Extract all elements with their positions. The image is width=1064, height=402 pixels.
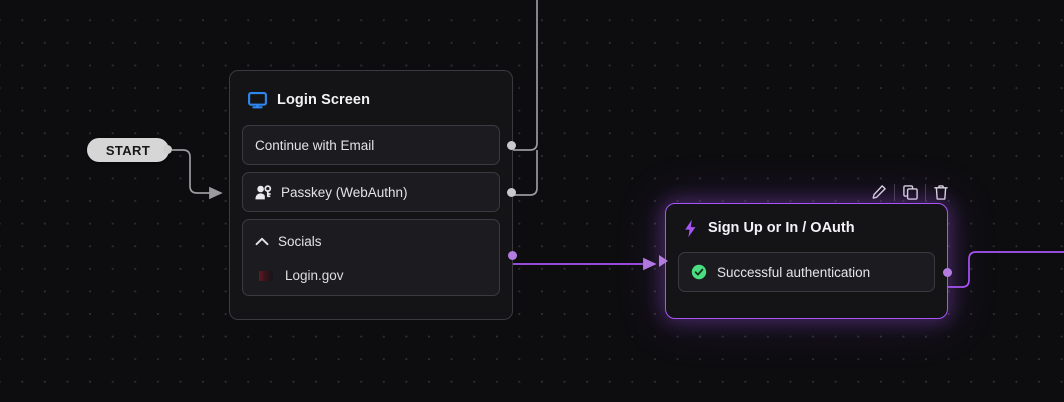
option-continue-with-email[interactable]: Continue with Email <box>242 125 516 165</box>
login-node-header: Login Screen <box>242 85 500 115</box>
option-label: Continue with Email <box>255 137 375 153</box>
option-label: Passkey (WebAuthn) <box>281 184 408 200</box>
node-login-screen[interactable]: Login Screen Continue with Email Passkey… <box>229 70 517 320</box>
edge-start-to-login <box>172 149 223 200</box>
copy-icon <box>902 184 918 200</box>
pencil-icon <box>872 185 886 199</box>
check-circle-icon <box>691 264 707 280</box>
duplicate-button[interactable] <box>897 181 923 203</box>
handle-passkey-webauthn[interactable] <box>507 188 516 197</box>
socials-group-header[interactable]: Socials <box>255 230 487 252</box>
monitor-icon <box>248 91 267 109</box>
toolbar-separator-2 <box>925 183 926 201</box>
option-passkey-webauthn[interactable]: Passkey (WebAuthn) <box>242 172 516 212</box>
trash-icon <box>934 184 948 200</box>
node-toolbar[interactable] <box>866 181 954 203</box>
person-key-icon <box>255 184 272 200</box>
lightning-bolt-icon <box>684 219 697 238</box>
chevron-up-icon[interactable] <box>255 237 269 246</box>
oauth-row-successful-authentication[interactable]: Successful authentication <box>678 252 952 292</box>
handle-oauth-input[interactable] <box>659 255 668 267</box>
logingov-logo-icon <box>259 270 273 281</box>
toolbar-separator-1 <box>894 183 895 201</box>
start-label: START <box>105 142 151 158</box>
socials-group-label: Socials <box>278 233 322 249</box>
delete-button[interactable] <box>928 181 954 203</box>
oauth-row-label: Successful authentication <box>717 264 871 280</box>
social-item-logingov[interactable]: Login.gov <box>255 268 487 283</box>
login-node-title: Login Screen <box>277 92 371 108</box>
handle-oauth-output[interactable] <box>943 268 952 277</box>
social-item-label: Login.gov <box>285 268 344 283</box>
edge-oauth-out <box>936 251 1064 288</box>
node-signup-oauth[interactable]: Sign Up or In / OAuth Successful authent… <box>659 203 952 319</box>
oauth-node-header: Sign Up or In / OAuth <box>678 216 935 240</box>
oauth-node-title: Sign Up or In / OAuth <box>708 220 855 236</box>
start-node[interactable]: START <box>87 138 169 162</box>
handle-socials[interactable] <box>508 251 517 260</box>
option-group-socials[interactable]: Socials Login.gov <box>242 219 517 296</box>
handle-continue-with-email[interactable] <box>507 141 516 150</box>
start-output-handle[interactable] <box>163 145 172 154</box>
edit-button[interactable] <box>866 181 892 203</box>
